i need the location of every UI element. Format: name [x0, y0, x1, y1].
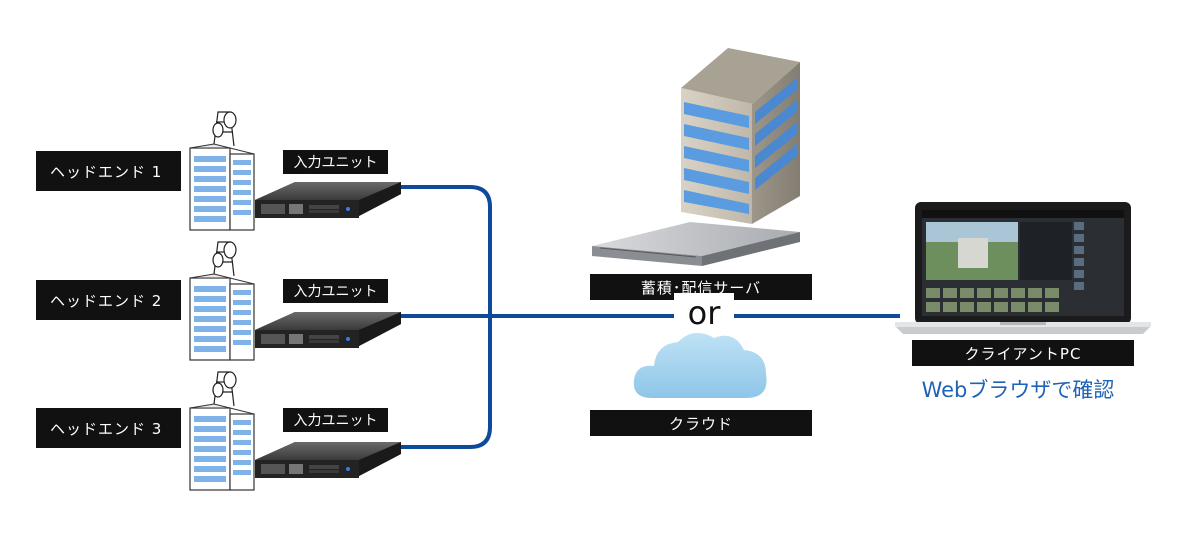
input-unit-label-1: 入力ユニット	[283, 150, 388, 174]
input-unit-1	[255, 182, 401, 218]
headend-tower-3	[189, 371, 255, 491]
line-headend-1	[400, 185, 492, 316]
rack-server-icon	[592, 222, 800, 266]
input-unit-label-2: 入力ユニット	[283, 279, 388, 303]
server-building-icon	[681, 48, 800, 224]
input-unit-2	[255, 312, 401, 348]
headend-label-2: ヘッドエンド 2	[36, 280, 181, 320]
or-text: or	[674, 293, 734, 333]
cloud-label: クラウド	[590, 410, 812, 436]
line-headend-3	[400, 316, 492, 449]
cloud-icon	[633, 332, 767, 398]
input-unit-label-3: 入力ユニット	[283, 408, 388, 432]
input-unit-3	[255, 442, 401, 478]
connection-lines	[400, 185, 900, 449]
headend-label-1: ヘッドエンド 1	[36, 151, 181, 191]
client-label: クライアントPC	[912, 340, 1134, 366]
headend-tower-2	[189, 241, 255, 361]
client-caption: Webブラウザで確認	[921, 378, 1115, 402]
headend-label-3: ヘッドエンド 3	[36, 408, 181, 448]
headend-tower-1	[189, 111, 255, 231]
laptop-icon	[895, 202, 1151, 334]
